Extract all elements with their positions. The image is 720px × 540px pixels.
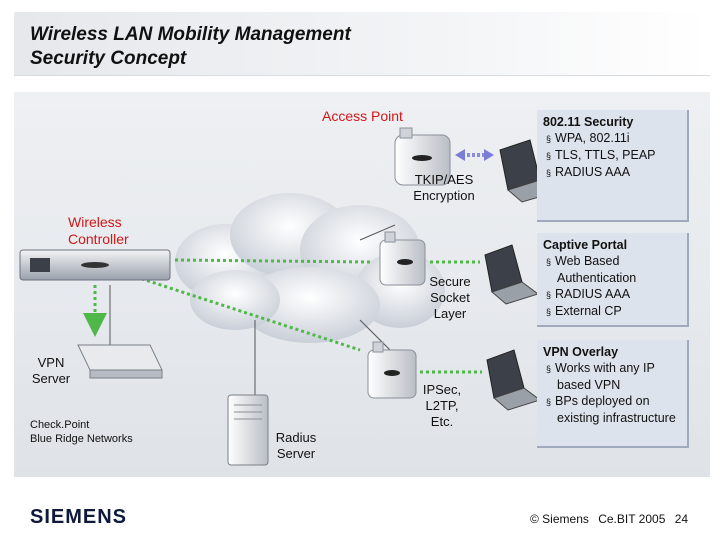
vpn-box-item: §Works with any IP based VPN xyxy=(543,360,681,393)
captive-box-item: §RADIUS AAA xyxy=(543,286,681,303)
tkip-label: TKIP/AES Encryption xyxy=(396,172,492,204)
bullet-icon: § xyxy=(546,397,552,407)
radius-label-line-2: Server xyxy=(276,446,316,461)
captive-item-text: RADIUS AAA xyxy=(555,287,631,301)
vpn-box-title: VPN Overlay xyxy=(543,345,619,359)
security-box-title: 802.11 Security xyxy=(543,115,634,129)
captive-box-item: §Web Based Authentication xyxy=(543,253,681,286)
captive-box-item: §External CP xyxy=(543,303,681,320)
access-point-3 xyxy=(367,341,417,399)
access-point-1 xyxy=(394,127,451,186)
vpn-item-text: BPs deployed on existing infrastructure xyxy=(555,394,676,425)
ipsec-label-line-2: L2TP, xyxy=(425,398,459,413)
ipsec-label-line-3: Etc. xyxy=(430,414,454,429)
checkpoint-label-line-2: Blue Ridge Networks xyxy=(30,433,133,445)
wireless-controller-label: Wireless Controller xyxy=(68,214,129,248)
bullet-icon: § xyxy=(546,168,552,178)
captive-portal-info-box: Captive Portal §Web Based Authentication… xyxy=(537,233,689,327)
wireless-controller-device xyxy=(19,249,171,281)
siemens-logo: SIEMENS xyxy=(30,506,128,528)
checkpoint-label-line-1: Check.Point xyxy=(30,419,90,431)
vpn-server-device xyxy=(77,344,163,379)
radius-server-label: Radius Server xyxy=(266,430,326,462)
bullet-icon: § xyxy=(546,151,552,161)
captive-item-text: External CP xyxy=(555,304,622,318)
radius-server-device xyxy=(227,394,269,466)
bullet-icon: § xyxy=(546,364,552,374)
ssl-label: Secure Socket Layer xyxy=(418,274,482,322)
ipsec-label: IPSec, L2TP, Etc. xyxy=(416,382,468,430)
captive-box-title: Captive Portal xyxy=(543,238,628,252)
bullet-icon: § xyxy=(546,257,552,267)
radius-label-line-1: Radius xyxy=(275,430,317,445)
access-point-label: Access Point xyxy=(322,108,403,124)
security-item-text: TLS, TTLS, PEAP xyxy=(555,148,656,162)
security-item-text: RADIUS AAA xyxy=(555,165,631,179)
tunnel-arrows xyxy=(83,258,371,352)
vpn-box-item: §BPs deployed on existing infrastructure xyxy=(543,393,681,426)
ssl-label-line-3: Layer xyxy=(433,306,467,321)
footer-event: Ce.BIT 2005 xyxy=(598,512,666,526)
ipsec-label-line-1: IPSec, xyxy=(422,382,462,397)
slide-title-line-1: Wireless LAN Mobility Management xyxy=(30,24,351,45)
bullet-icon: § xyxy=(546,134,552,144)
laptop-3 xyxy=(486,349,542,411)
vpn-label-line-1: VPN xyxy=(37,355,65,370)
slide-title-line-2: Security Concept xyxy=(30,48,187,69)
checkpoint-label: Check.Point Blue Ridge Networks xyxy=(30,418,133,446)
security-box-item: §TLS, TTLS, PEAP xyxy=(543,147,681,164)
tkip-label-line-2: Encryption xyxy=(413,188,475,203)
vpn-item-text: Works with any IP based VPN xyxy=(555,361,655,392)
security-info-box: 802.11 Security §WPA, 802.11i §TLS, TTLS… xyxy=(537,110,689,222)
captive-item-text: Web Based Authentication xyxy=(555,254,637,285)
page-number: 24 xyxy=(674,512,689,526)
wireless-label-line-1: Wireless xyxy=(68,214,122,230)
bullet-icon: § xyxy=(546,307,552,317)
wireless-label-line-2: Controller xyxy=(68,231,129,247)
security-box-item: §RADIUS AAA xyxy=(543,164,681,181)
ssl-label-line-1: Secure xyxy=(429,274,471,289)
footer-copyright: © Siemens xyxy=(530,512,589,526)
tkip-label-line-1: TKIP/AES xyxy=(414,172,474,187)
ssl-label-line-2: Socket xyxy=(430,290,470,305)
security-item-text: WPA, 802.11i xyxy=(555,131,630,145)
vpn-label-line-2: Server xyxy=(31,371,71,386)
encryption-arrow xyxy=(455,149,494,161)
vpn-overlay-info-box: VPN Overlay §Works with any IP based VPN… xyxy=(537,340,689,448)
security-box-item: §WPA, 802.11i xyxy=(543,130,681,147)
footer-info: © Siemens Ce.BIT 2005 24 xyxy=(530,512,694,526)
title-banner: Wireless LAN Mobility Management Securit… xyxy=(14,12,710,76)
ap-laptop-links xyxy=(420,260,482,374)
laptop-2 xyxy=(484,244,540,305)
bullet-icon: § xyxy=(546,290,552,300)
vpn-server-label: VPN Server xyxy=(26,355,76,387)
access-point-2 xyxy=(379,231,426,286)
